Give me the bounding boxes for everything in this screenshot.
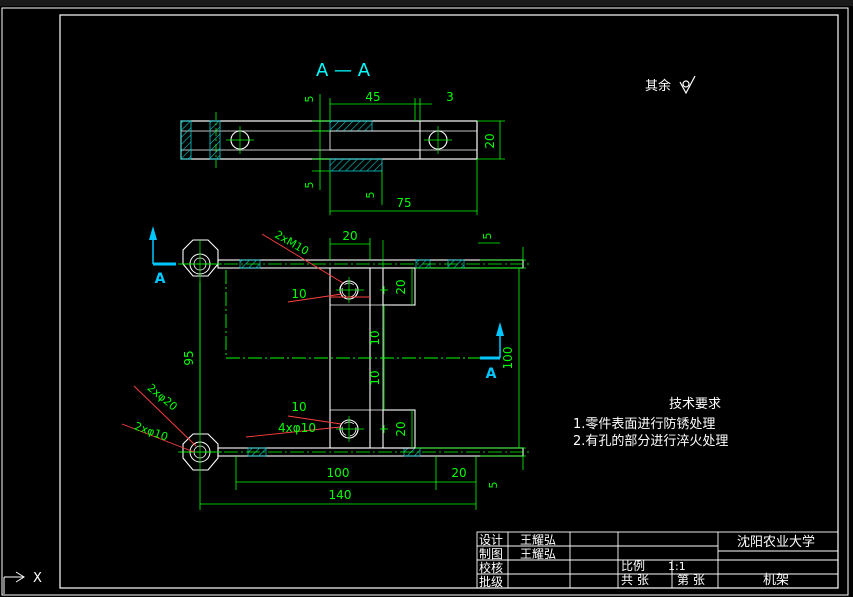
section-arrow-right-icon [480, 322, 504, 360]
section-label-right: A [486, 366, 497, 382]
roughness-symbol-icon [679, 75, 696, 95]
dim-5-bottom: 5 [303, 182, 316, 189]
drawing-frame [59, 14, 839, 589]
dim-20-upper-v: 20 [394, 279, 408, 294]
callout-4-holes: 4xφ10 [278, 421, 316, 435]
tech-requirements: 技术要求 1.零件表面进行防锈处理 2.有孔的部分进行淬火处理 [573, 397, 728, 449]
tb-scale-value: 1:1 [668, 560, 686, 573]
upper-boss [382, 267, 416, 306]
dim-75: 75 [396, 196, 411, 210]
tb-drafter: 王耀弘 [520, 547, 556, 561]
dim-20-top: 20 [342, 229, 357, 243]
callout-hole-big: 2xφ20 [145, 381, 180, 413]
outer-border [1, 7, 849, 596]
dim-95: 95 [182, 350, 196, 365]
tech-item-2: 2.有孔的部分进行淬火处理 [573, 433, 728, 449]
callout-tap: 2xM10 [272, 228, 311, 258]
tech-item-1: 1.零件表面进行防锈处理 [573, 416, 715, 432]
dim-5-top: 5 [303, 96, 316, 103]
section-hatch-left-a [180, 120, 192, 160]
dim-100-v: 100 [501, 347, 515, 370]
dim-5-top-right: 5 [481, 233, 494, 240]
title-block [476, 531, 839, 589]
octagon-boss-upper [182, 239, 219, 277]
dim-45: 45 [365, 90, 380, 104]
tb-label-check: 校核 [479, 560, 503, 575]
section-hatch-mid-top [329, 120, 373, 132]
section-hatch-mid-bottom [329, 158, 383, 172]
tb-part-name: 机架 [763, 573, 789, 588]
section-label-left: A [155, 271, 166, 287]
dim-3: 3 [446, 90, 454, 104]
section-hatch-left-b [209, 120, 221, 160]
tb-sheets-total: 共 张 [621, 573, 649, 587]
section-view-a-a: A — A [180, 60, 505, 215]
dim-100-h: 100 [327, 466, 350, 480]
tb-label-design: 设计 [479, 533, 503, 547]
tb-school: 沈阳农业大学 [737, 534, 815, 550]
section-title: A — A [316, 60, 371, 81]
dim-5-bottom-right: 5 [487, 482, 500, 489]
viewport-top-strip [0, 0, 853, 6]
tb-scale-label: 比例 [621, 559, 645, 573]
main-view: A A 2xM10 2xφ20 2xφ10 4xφ10 [121, 226, 530, 510]
dim-140: 140 [329, 488, 352, 502]
dim-20-lower-v: 20 [394, 421, 408, 436]
tb-designer: 王耀弘 [520, 533, 556, 547]
ucs-icon [3, 571, 25, 594]
dim-20-section: 20 [483, 133, 497, 148]
tech-heading: 技术要求 [669, 397, 721, 412]
section-arrow-left-icon [149, 226, 176, 266]
ucs-x-label: X [33, 571, 42, 586]
dim-5-mid: 5 [364, 192, 377, 199]
callout-hole-small: 2xφ10 [133, 420, 170, 444]
dim-10-lower: 10 [291, 400, 306, 414]
tb-label-draw: 制图 [479, 547, 503, 561]
dim-10-v-a: 10 [368, 330, 382, 345]
dim-10-v-b: 10 [368, 370, 382, 385]
tb-sheet-no: 第 张 [677, 573, 705, 587]
tb-label-approve: 批级 [479, 574, 503, 589]
roughness-note: 其余 [645, 78, 671, 94]
dim-20-h: 20 [451, 466, 466, 480]
dim-10-upper: 10 [291, 287, 306, 301]
octagon-boss-lower [182, 433, 219, 471]
